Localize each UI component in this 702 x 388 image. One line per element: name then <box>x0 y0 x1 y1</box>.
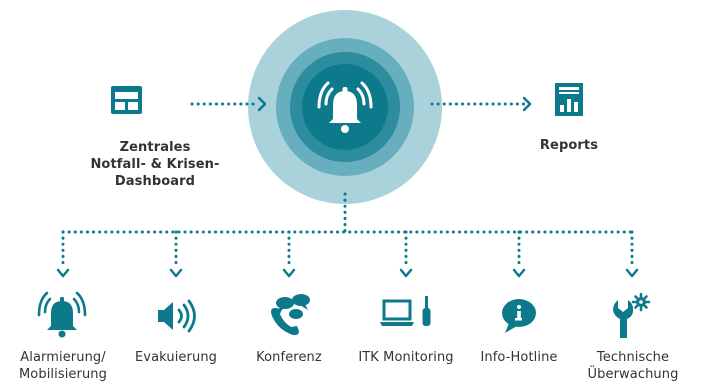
wrench-gear-icon <box>613 292 651 338</box>
info-chat-icon <box>502 299 536 333</box>
center-hub <box>248 10 442 204</box>
alarm-bell-icon <box>317 81 373 133</box>
dashboard-label-line: Notfall- & Krisen- <box>90 157 220 172</box>
module-label-konferenz: Konferenz <box>234 349 344 366</box>
report-chart-icon <box>555 83 583 116</box>
reports-label-text: Reports <box>539 138 599 153</box>
laptop-tool-icon <box>380 296 431 326</box>
reports-label: Reports <box>519 137 619 154</box>
module-label-info-hotline: Info-Hotline <box>463 349 575 366</box>
module-label-line: Mobilisierung <box>18 367 107 382</box>
speaker-icon <box>158 299 196 333</box>
module-label-line: ITK Monitoring <box>358 350 454 365</box>
dashboard-label-line: Zentrales <box>119 140 191 155</box>
alarm-bell-icon <box>37 291 87 338</box>
module-label-itk-monitoring: ITK Monitoring <box>343 349 469 366</box>
module-label-line: Info-Hotline <box>480 350 558 365</box>
module-label-line: Alarmierung/ <box>20 350 106 365</box>
center-to-reports-arrow <box>430 96 532 112</box>
module-label-alarmierung: Alarmierung/ Mobilisierung <box>3 349 123 383</box>
distribution-connectors <box>61 192 634 270</box>
module-label-technische-ueberwachung: Technische Überwachung <box>577 349 689 383</box>
dashboard-window-icon <box>111 86 142 114</box>
module-label-evakuierung: Evakuierung <box>120 349 232 366</box>
module-label-line: Technische <box>596 350 670 365</box>
module-label-line: Konferenz <box>256 350 322 365</box>
dashboard-to-center-arrow <box>190 96 267 112</box>
module-label-line: Überwachung <box>587 367 679 382</box>
conference-icon <box>271 294 310 336</box>
dashboard-label: Zentrales Notfall- & Krisen- Dashboard <box>60 139 250 190</box>
module-label-line: Evakuierung <box>134 350 218 365</box>
distribution-arrowheads <box>56 268 639 278</box>
dashboard-label-line: Dashboard <box>114 174 196 189</box>
